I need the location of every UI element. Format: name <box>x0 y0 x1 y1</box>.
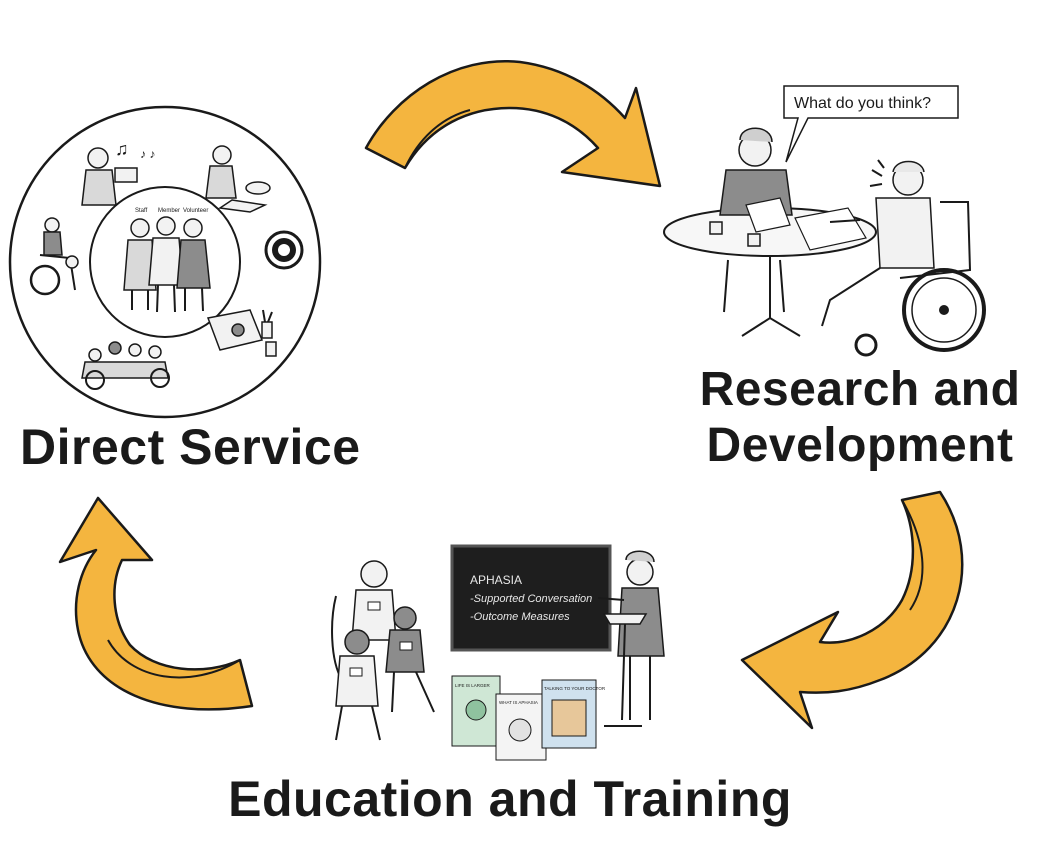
inner-label-volunteer: Volunteer <box>183 208 208 214</box>
label-research-line1: Research and <box>699 363 1021 416</box>
label-education-training: Education and Training <box>228 771 792 827</box>
inner-label-staff: Staff <box>135 208 148 214</box>
booklet-3-title: TALKING TO YOUR DOCTOR <box>544 686 606 691</box>
svg-text:♪ ♪: ♪ ♪ <box>140 147 155 161</box>
audience-figures <box>331 560 435 741</box>
arrow-right-icon <box>740 490 964 730</box>
music-activity-illustration: ♫ ♪ ♪ <box>81 139 155 206</box>
booklets <box>451 675 597 761</box>
seal-icon <box>264 230 304 270</box>
arrow-top-icon <box>364 59 662 188</box>
cooking-activity-illustration <box>205 145 271 213</box>
arrow-left-icon <box>58 496 254 711</box>
booklet-1-title: LIFE IS LARGER <box>455 683 491 688</box>
staff-member-volunteer-figures <box>123 216 211 313</box>
label-research-line2: Development <box>706 419 1014 472</box>
chalkboard-line-1: APHASIA <box>470 573 522 587</box>
label-direct-service: Direct Service <box>20 419 361 475</box>
booklet-2-title: WHAT IS APHASIA <box>499 700 538 705</box>
direct-service-circle: Staff Member Volunteer ♫ ♪ ♪ <box>8 105 322 419</box>
art-activity-illustration <box>206 309 277 357</box>
mug-icon <box>709 221 723 235</box>
group-table-illustration <box>81 341 170 390</box>
chalkboard-line-2: -Supported Conversation <box>470 593 592 605</box>
education-illustration <box>331 544 665 761</box>
label-research-development: Research and Development <box>690 362 1030 474</box>
chalkboard-line-3: -Outcome Measures <box>470 611 570 623</box>
research-illustration <box>663 85 986 357</box>
music-note-icon: ♫ <box>115 139 129 159</box>
inner-label-member: Member <box>158 208 180 214</box>
wheelchair-icon <box>29 217 79 296</box>
speech-bubble-text: What do you think? <box>794 95 931 112</box>
